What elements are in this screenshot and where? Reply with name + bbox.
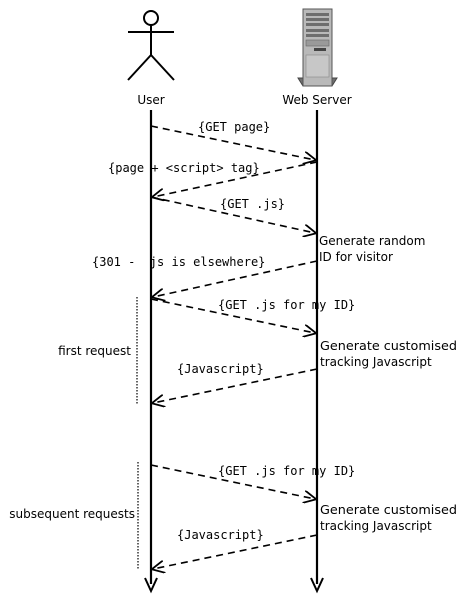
message-label-get-js: {GET .js}	[220, 197, 285, 211]
user-label: User	[137, 93, 164, 107]
message-label-javascript-subsequent: {Javascript}	[177, 528, 264, 542]
message-arrow-get-js-id-subsequent	[150, 464, 315, 499]
note-generate-js-subsequent-line1: Generate customised	[320, 503, 457, 517]
subsequent-requests-label: subsequent requests	[9, 507, 135, 521]
message-arrow-301	[153, 260, 318, 297]
server-icon	[297, 8, 338, 87]
note-generate-id-line1: Generate random	[319, 234, 425, 248]
message-arrow-javascript-subsequent	[153, 534, 318, 569]
message-arrow-get-page	[150, 125, 315, 160]
message-label-get-js-id-subsequent: {GET .js for my ID}	[218, 464, 355, 478]
note-generate-js-subsequent-line2: tracking Javascript	[320, 519, 432, 533]
message-label-javascript-first: {Javascript}	[177, 362, 264, 376]
first-request-label: first request	[58, 344, 131, 358]
message-arrow-javascript-first	[153, 368, 318, 403]
message-label-get-js-id-first: {GET .js for my ID}	[218, 298, 355, 312]
message-label-301: {301 - js is elsewhere}	[92, 255, 265, 269]
server-lifeline-arrowhead	[310, 577, 324, 594]
message-label-page-script: {page + <script> tag}	[108, 161, 260, 175]
message-arrow-page-script	[153, 161, 318, 197]
message-label-get-page: {GET page}	[198, 120, 270, 134]
user-actor-icon	[127, 10, 175, 81]
message-arrow-get-js-id-first	[150, 298, 315, 333]
server-label: Web Server	[282, 93, 351, 107]
note-generate-id-line2: ID for visitor	[319, 250, 393, 264]
user-lifeline-arrowhead	[144, 577, 158, 594]
note-generate-js-first-line2: tracking Javascript	[320, 355, 432, 369]
note-generate-js-first-line1: Generate customised	[320, 339, 457, 353]
message-arrow-get-js	[150, 196, 315, 233]
